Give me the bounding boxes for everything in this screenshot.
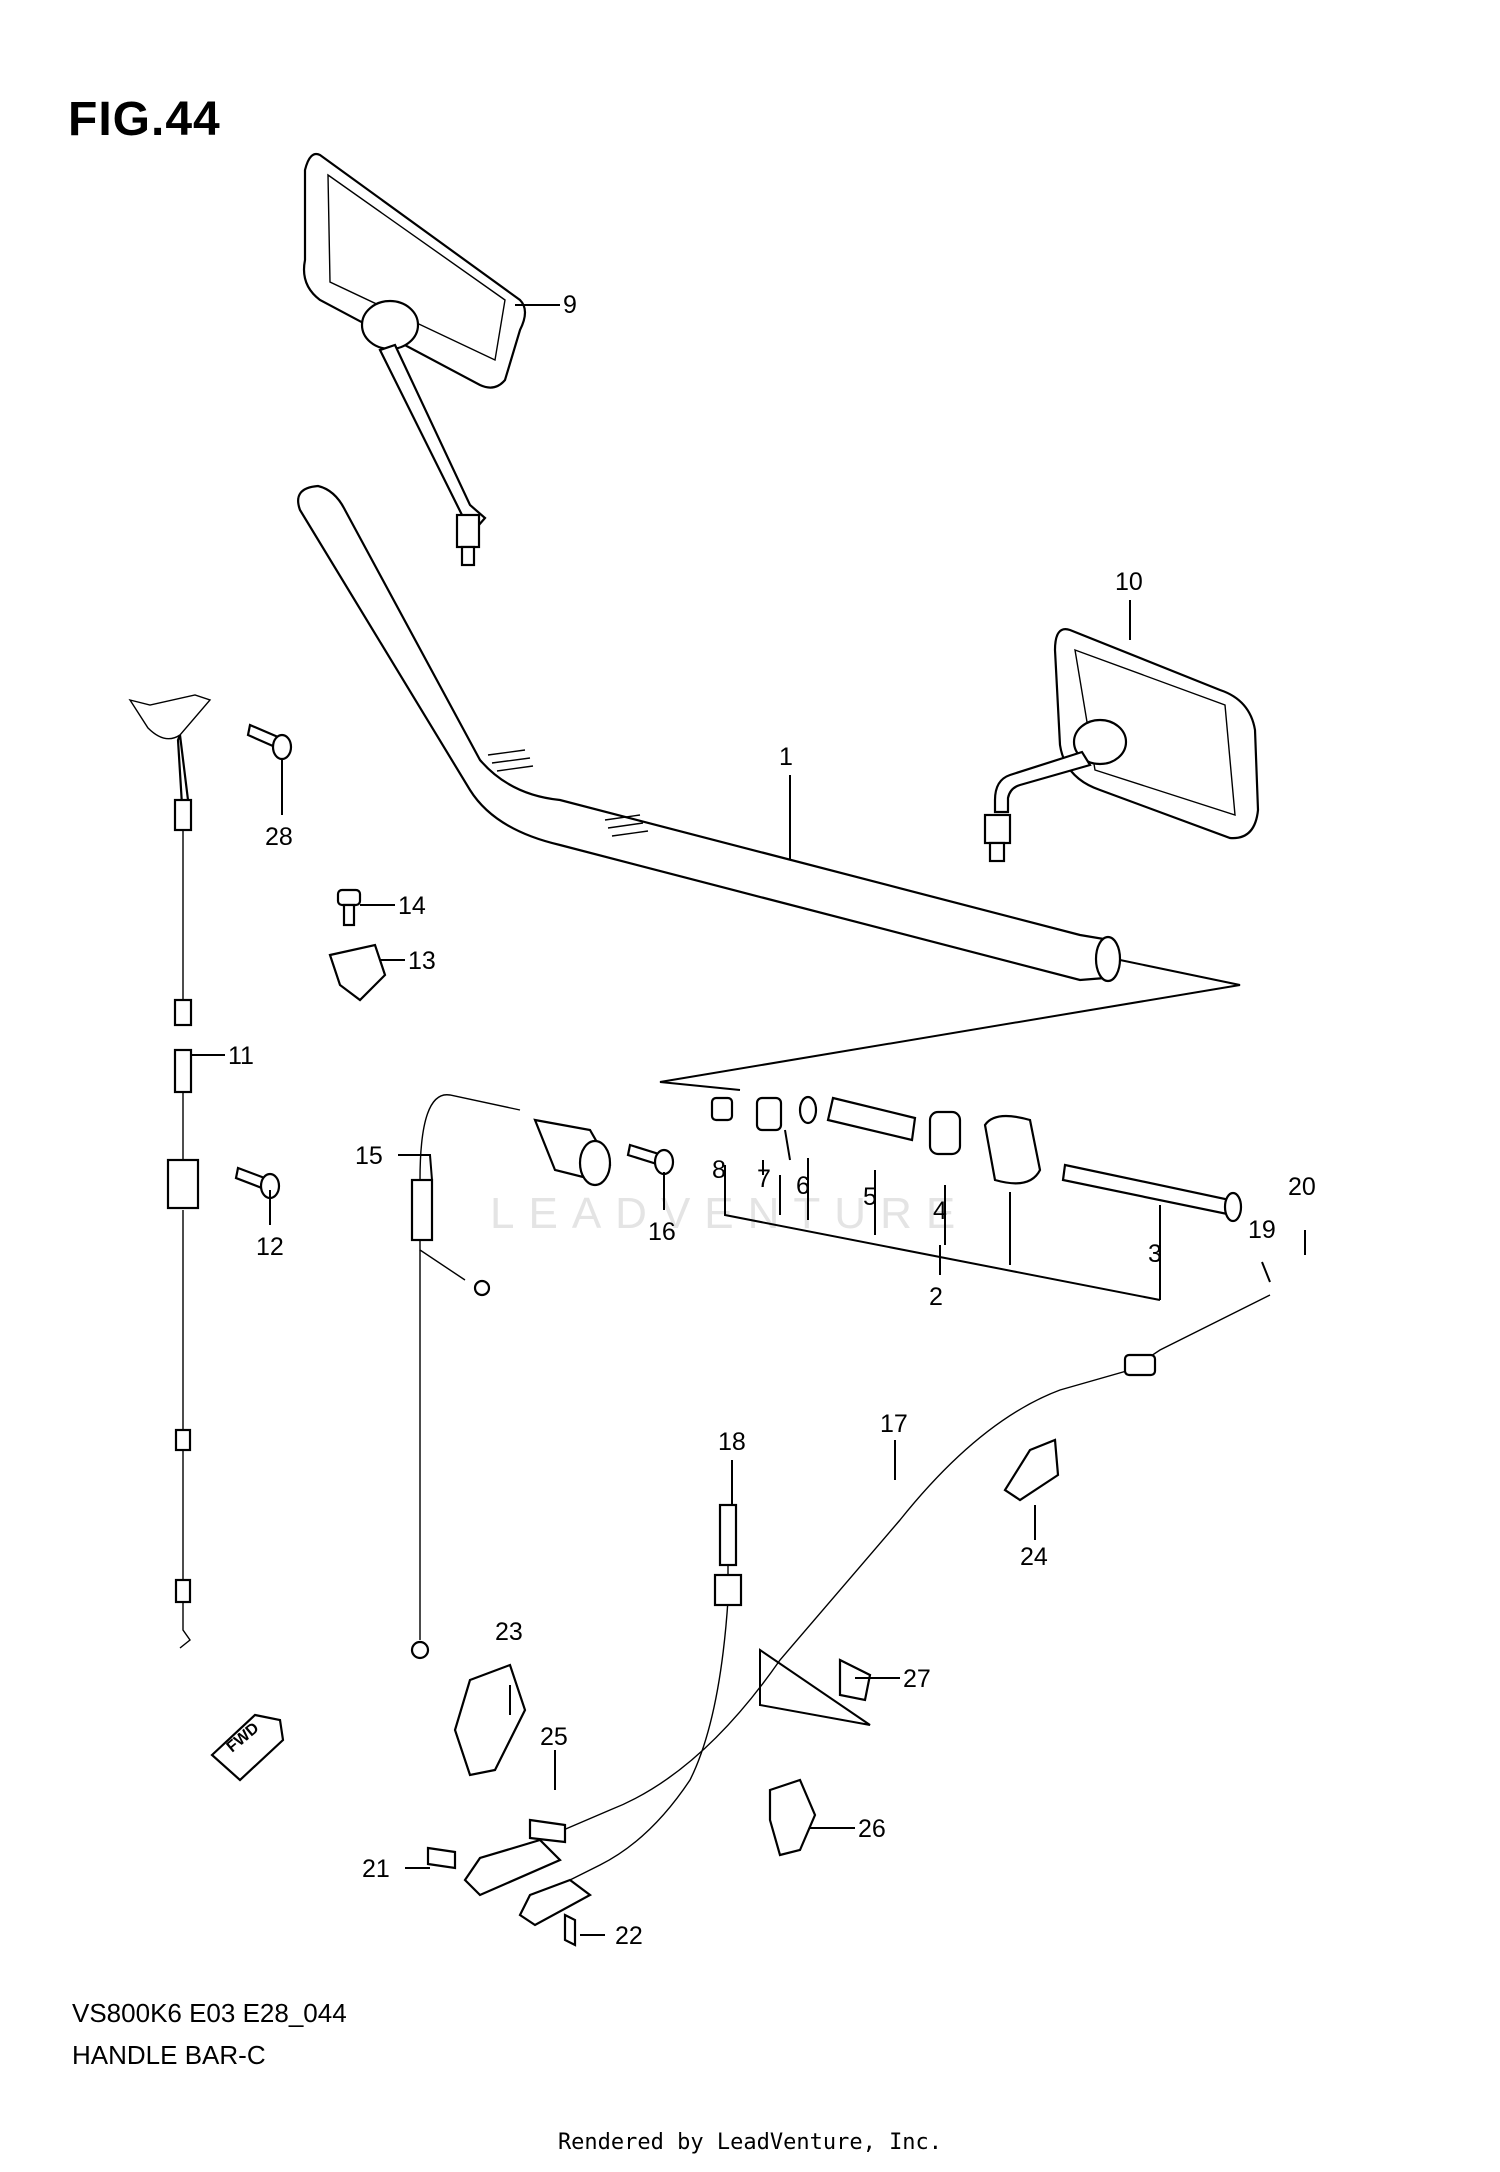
- handlebar: [297, 484, 1122, 983]
- mirror-right: [983, 628, 1260, 863]
- callout-10: 10: [1115, 568, 1143, 596]
- callout-1: 1: [779, 743, 793, 771]
- callout-24: 24: [1020, 1543, 1048, 1571]
- leader-lines: [190, 304, 1306, 1936]
- callout-18: 18: [718, 1428, 746, 1456]
- screws: [234, 723, 387, 1200]
- mirror-left: [302, 152, 527, 567]
- callout-9: 9: [563, 291, 577, 319]
- callout-12: 12: [256, 1233, 284, 1261]
- callout-27: 27: [903, 1665, 931, 1693]
- callout-13: 13: [408, 947, 436, 975]
- callout-8: 8: [712, 1156, 726, 1184]
- callout-6: 6: [796, 1172, 810, 1200]
- callout-25: 25: [540, 1723, 568, 1751]
- callout-14: 14: [398, 892, 426, 920]
- callout-15: 15: [355, 1142, 383, 1170]
- brake-cables: [463, 1294, 1271, 1927]
- callout-2: 2: [929, 1283, 943, 1311]
- callout-19: 19: [1248, 1216, 1276, 1244]
- cable-with-switch: [410, 1094, 675, 1660]
- callout-16: 16: [648, 1218, 676, 1246]
- brackets: [426, 1438, 1060, 1947]
- render-credit: Rendered by LeadVenture, Inc.: [557, 2130, 943, 2155]
- watermark: LEADVENTURE: [490, 1189, 969, 1238]
- callout-3: 3: [1148, 1240, 1162, 1268]
- callout-11: 11: [228, 1042, 254, 1070]
- figure-title: FIG.44: [68, 93, 221, 146]
- bar-end-weight-assembly: [710, 1095, 1243, 1223]
- section-name: HANDLE BAR-C: [72, 2040, 266, 2070]
- model-code: VS800K6 E03 E28_044: [72, 1998, 347, 2028]
- callout-4: 4: [933, 1197, 947, 1225]
- callout-5: 5: [863, 1183, 877, 1211]
- fwd-direction-arrow: FWD: [210, 1713, 285, 1782]
- callout-22: 22: [615, 1922, 643, 1950]
- callout-28: 28: [265, 823, 293, 851]
- callout-7: 7: [757, 1165, 771, 1193]
- cable-left: [128, 694, 212, 1649]
- callout-23: 23: [495, 1618, 523, 1646]
- callout-26: 26: [858, 1815, 886, 1843]
- callout-17: 17: [880, 1410, 908, 1438]
- callout-21: 21: [362, 1855, 390, 1883]
- callout-20: 20: [1288, 1173, 1316, 1201]
